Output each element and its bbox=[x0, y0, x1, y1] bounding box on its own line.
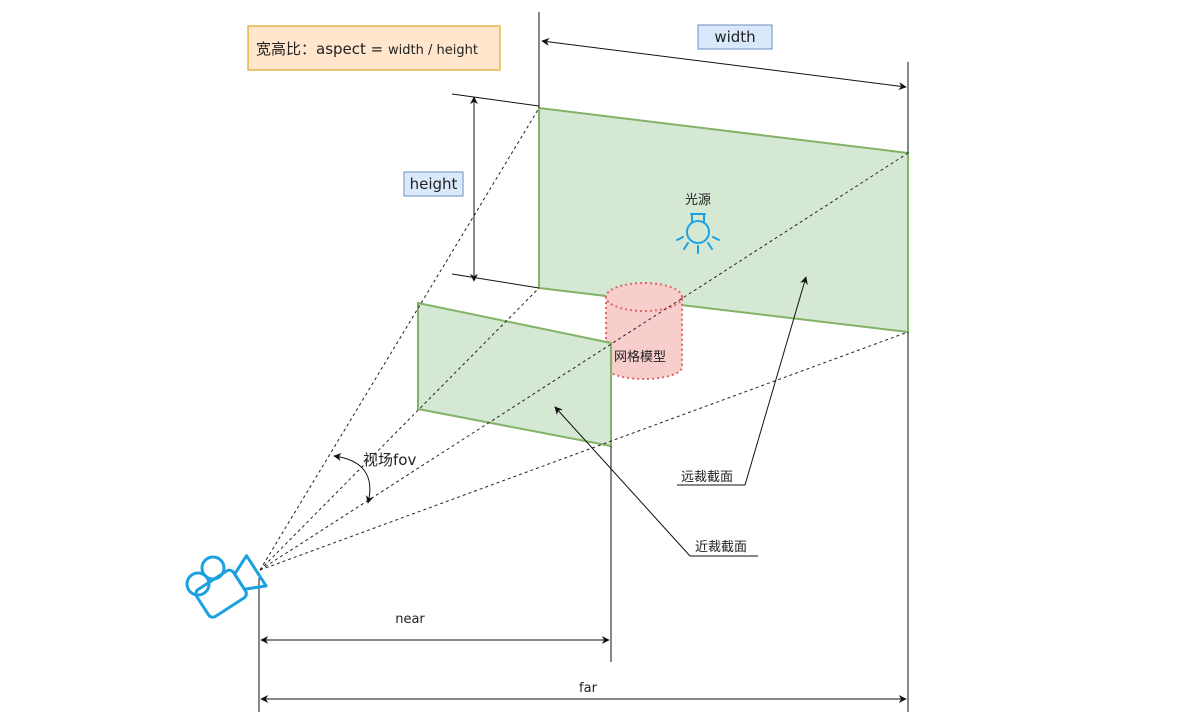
mesh-model-cylinder bbox=[605, 282, 683, 380]
fov-label: 视场fov bbox=[363, 451, 416, 469]
video-camera-icon bbox=[185, 554, 268, 619]
aspect-ratio-box: 宽高比：aspect = width / height bbox=[247, 25, 501, 71]
svg-text:宽高比：aspect = width / height: 宽高比：aspect = width / height bbox=[256, 40, 478, 58]
far-clipping-plane bbox=[538, 106, 909, 334]
height-label: height bbox=[410, 175, 458, 193]
near-plane-label: 近裁截面 bbox=[695, 539, 747, 555]
width-tag: width bbox=[697, 24, 773, 50]
guide-lines bbox=[258, 12, 909, 712]
light-bulb-icon bbox=[676, 213, 720, 254]
mesh-model-label: 网格模型 bbox=[614, 349, 666, 365]
light-source-label: 光源 bbox=[685, 193, 711, 208]
near-label: near bbox=[395, 612, 425, 627]
fov-arc-arrow bbox=[333, 453, 374, 504]
aspect-prefix: 宽高比：aspect = bbox=[256, 40, 388, 58]
width-dimension-arrow bbox=[541, 37, 907, 91]
far-plane-label: 远裁截面 bbox=[681, 469, 733, 485]
near-clipping-plane bbox=[417, 301, 612, 448]
near-plane-pointer: 近裁截面 bbox=[554, 406, 758, 557]
far-label: far bbox=[579, 681, 598, 696]
aspect-formula: width / height bbox=[388, 43, 478, 58]
height-tag: height bbox=[403, 171, 464, 197]
width-label: width bbox=[714, 28, 755, 46]
far-plane-pointer: 远裁截面 bbox=[677, 276, 808, 486]
